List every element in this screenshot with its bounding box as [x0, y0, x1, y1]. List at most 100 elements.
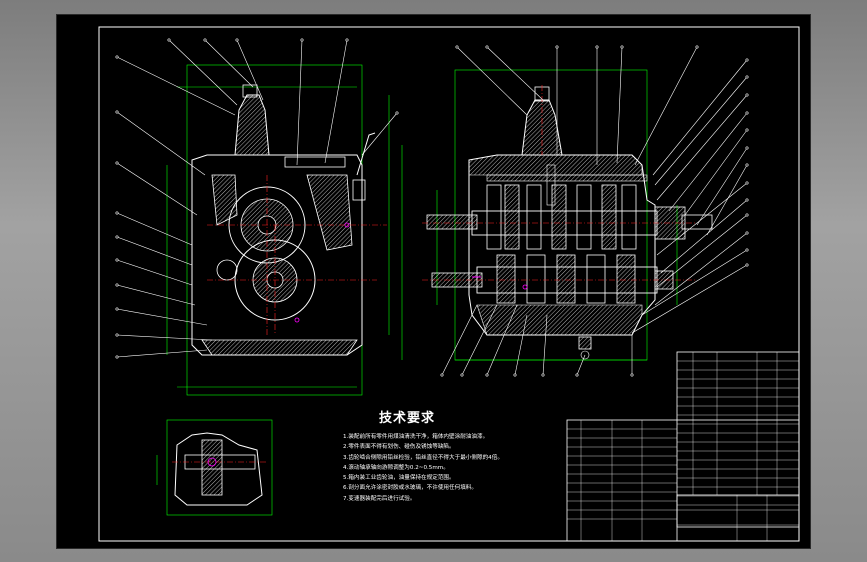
counter-gear-3: [556, 254, 576, 304]
tech-requirement-5: 5.箱内装工业齿轮油，油量保持在规定范围。: [343, 475, 455, 482]
input-shaft-stub: [426, 214, 478, 230]
drain-plug: [578, 336, 592, 350]
right-leader-7: [652, 59, 748, 176]
detail-housing: [174, 432, 263, 506]
right-leader-5: [616, 46, 623, 164]
upper-gear-1: [486, 184, 502, 250]
right-leader-21: [461, 304, 498, 376]
left-leader-tag: [115, 258, 119, 262]
left-highlight-dot: [294, 317, 300, 323]
right-leader-11: [684, 129, 748, 216]
left-leader-16: [361, 112, 398, 156]
upper-gear-3: [526, 184, 542, 250]
shift-fork: [546, 164, 556, 206]
counter-gear-4: [586, 254, 606, 304]
left-top-cover: [284, 156, 346, 168]
right-leader-16: [656, 214, 748, 288]
right-leader-14: [656, 182, 748, 256]
right-leader-tag: [745, 198, 749, 202]
left-leader-tag: [115, 333, 119, 337]
tech-requirements-title: 技术要求: [379, 411, 436, 426]
right-leader-tag: [745, 248, 749, 252]
left-idler: [216, 259, 238, 281]
tech-requirement-2: 2.零件表面不得有划伤、碰伤及锈蚀等缺陷。: [343, 444, 455, 451]
left-leader-tag: [115, 110, 119, 114]
counter-gear-5: [616, 254, 636, 304]
right-leader-tag: [745, 93, 749, 97]
right-highlight-dot: [522, 284, 528, 290]
right-leader-24: [542, 314, 548, 376]
left-highlight-dot: [344, 222, 350, 228]
right-leader-tag: [485, 45, 489, 49]
right-leader-tag: [745, 263, 749, 267]
left-leader-12: [204, 39, 254, 88]
left-leader-tag: [115, 355, 119, 359]
right-leader-tag: [745, 58, 749, 62]
drain-bolt: [580, 350, 590, 360]
left-leader-3: [116, 162, 198, 216]
left-leader-9: [116, 334, 213, 341]
upper-gear-7: [621, 184, 637, 250]
counter-gear-1: [496, 254, 516, 304]
shift-rod-upper: [486, 174, 648, 182]
right-leader-10: [668, 112, 748, 212]
right-leader-15: [660, 199, 748, 274]
detail-dimension-box: [166, 419, 273, 516]
right-leader-tag: [575, 373, 579, 377]
right-leader-tag: [513, 373, 517, 377]
right-housing-top: [468, 154, 643, 176]
right-housing-bottom: [476, 304, 643, 336]
left-leader-4: [116, 212, 193, 246]
right-leader-tag: [541, 373, 545, 377]
left-leader-tag: [115, 211, 119, 215]
parts-list-upper: [676, 351, 800, 528]
left-leader-7: [116, 284, 196, 306]
right-leader-18: [641, 249, 748, 316]
left-leader-tag: [235, 38, 239, 42]
left-leader-tag: [115, 55, 119, 59]
left-leader-5: [116, 236, 193, 266]
right-leader-tag: [460, 373, 464, 377]
right-leader-tag: [745, 231, 749, 235]
left-top-boss: [234, 94, 270, 156]
left-leader-13: [236, 39, 264, 101]
left-leader-2: [116, 111, 206, 176]
right-leader-tag: [555, 45, 559, 49]
drawing-sheet[interactable]: 技术要求 1.装配前所有零件用煤油清洗干净，箱体内壁涂耐油油漆。 2.零件表面不…: [57, 15, 810, 548]
tech-requirement-6: 6.剖分面允许涂密封胶或水玻璃，不许使用任何填料。: [343, 485, 477, 492]
left-leader-tag: [395, 111, 399, 115]
counter-gear-2: [526, 254, 546, 304]
right-leader-tag: [595, 45, 599, 49]
tech-requirement-7: 7.变速器装配完后进行试验。: [343, 495, 416, 502]
right-leader-tag: [485, 373, 489, 377]
right-leader-23: [514, 314, 528, 376]
upper-gear-5: [576, 184, 592, 250]
tech-requirement-1: 1.装配前所有零件用煤油清洗干净，箱体内壁涂耐油油漆。: [343, 434, 489, 440]
left-leader-tag: [115, 283, 119, 287]
left-leader-14: [296, 39, 303, 166]
left-breather: [242, 84, 258, 98]
right-leader-20: [441, 304, 478, 376]
left-shift-block: [306, 174, 353, 251]
drawing-frame: [98, 26, 800, 542]
left-leader-10: [116, 349, 208, 358]
right-leader-tag: [745, 128, 749, 132]
right-leader-tag: [745, 181, 749, 185]
tech-requirement-4: 4.滚动轴承轴向游隙调整为0.2~0.5mm。: [343, 464, 449, 471]
left-shift-lever: [356, 132, 376, 176]
right-leader-22: [486, 304, 518, 376]
left-housing-base: [201, 339, 358, 356]
output-flange: [681, 214, 713, 230]
left-leader-6: [116, 259, 193, 286]
right-leader-tag: [695, 45, 699, 49]
left-leader-8: [116, 308, 208, 326]
right-leader-tag: [745, 213, 749, 217]
right-leader-tag: [745, 75, 749, 79]
right-leader-19: [631, 264, 748, 334]
upper-gear-2: [504, 184, 520, 250]
right-leader-12: [696, 147, 748, 226]
right-leader-tag: [745, 111, 749, 115]
right-leader-25: [576, 354, 586, 376]
left-leader-tag: [345, 38, 349, 42]
